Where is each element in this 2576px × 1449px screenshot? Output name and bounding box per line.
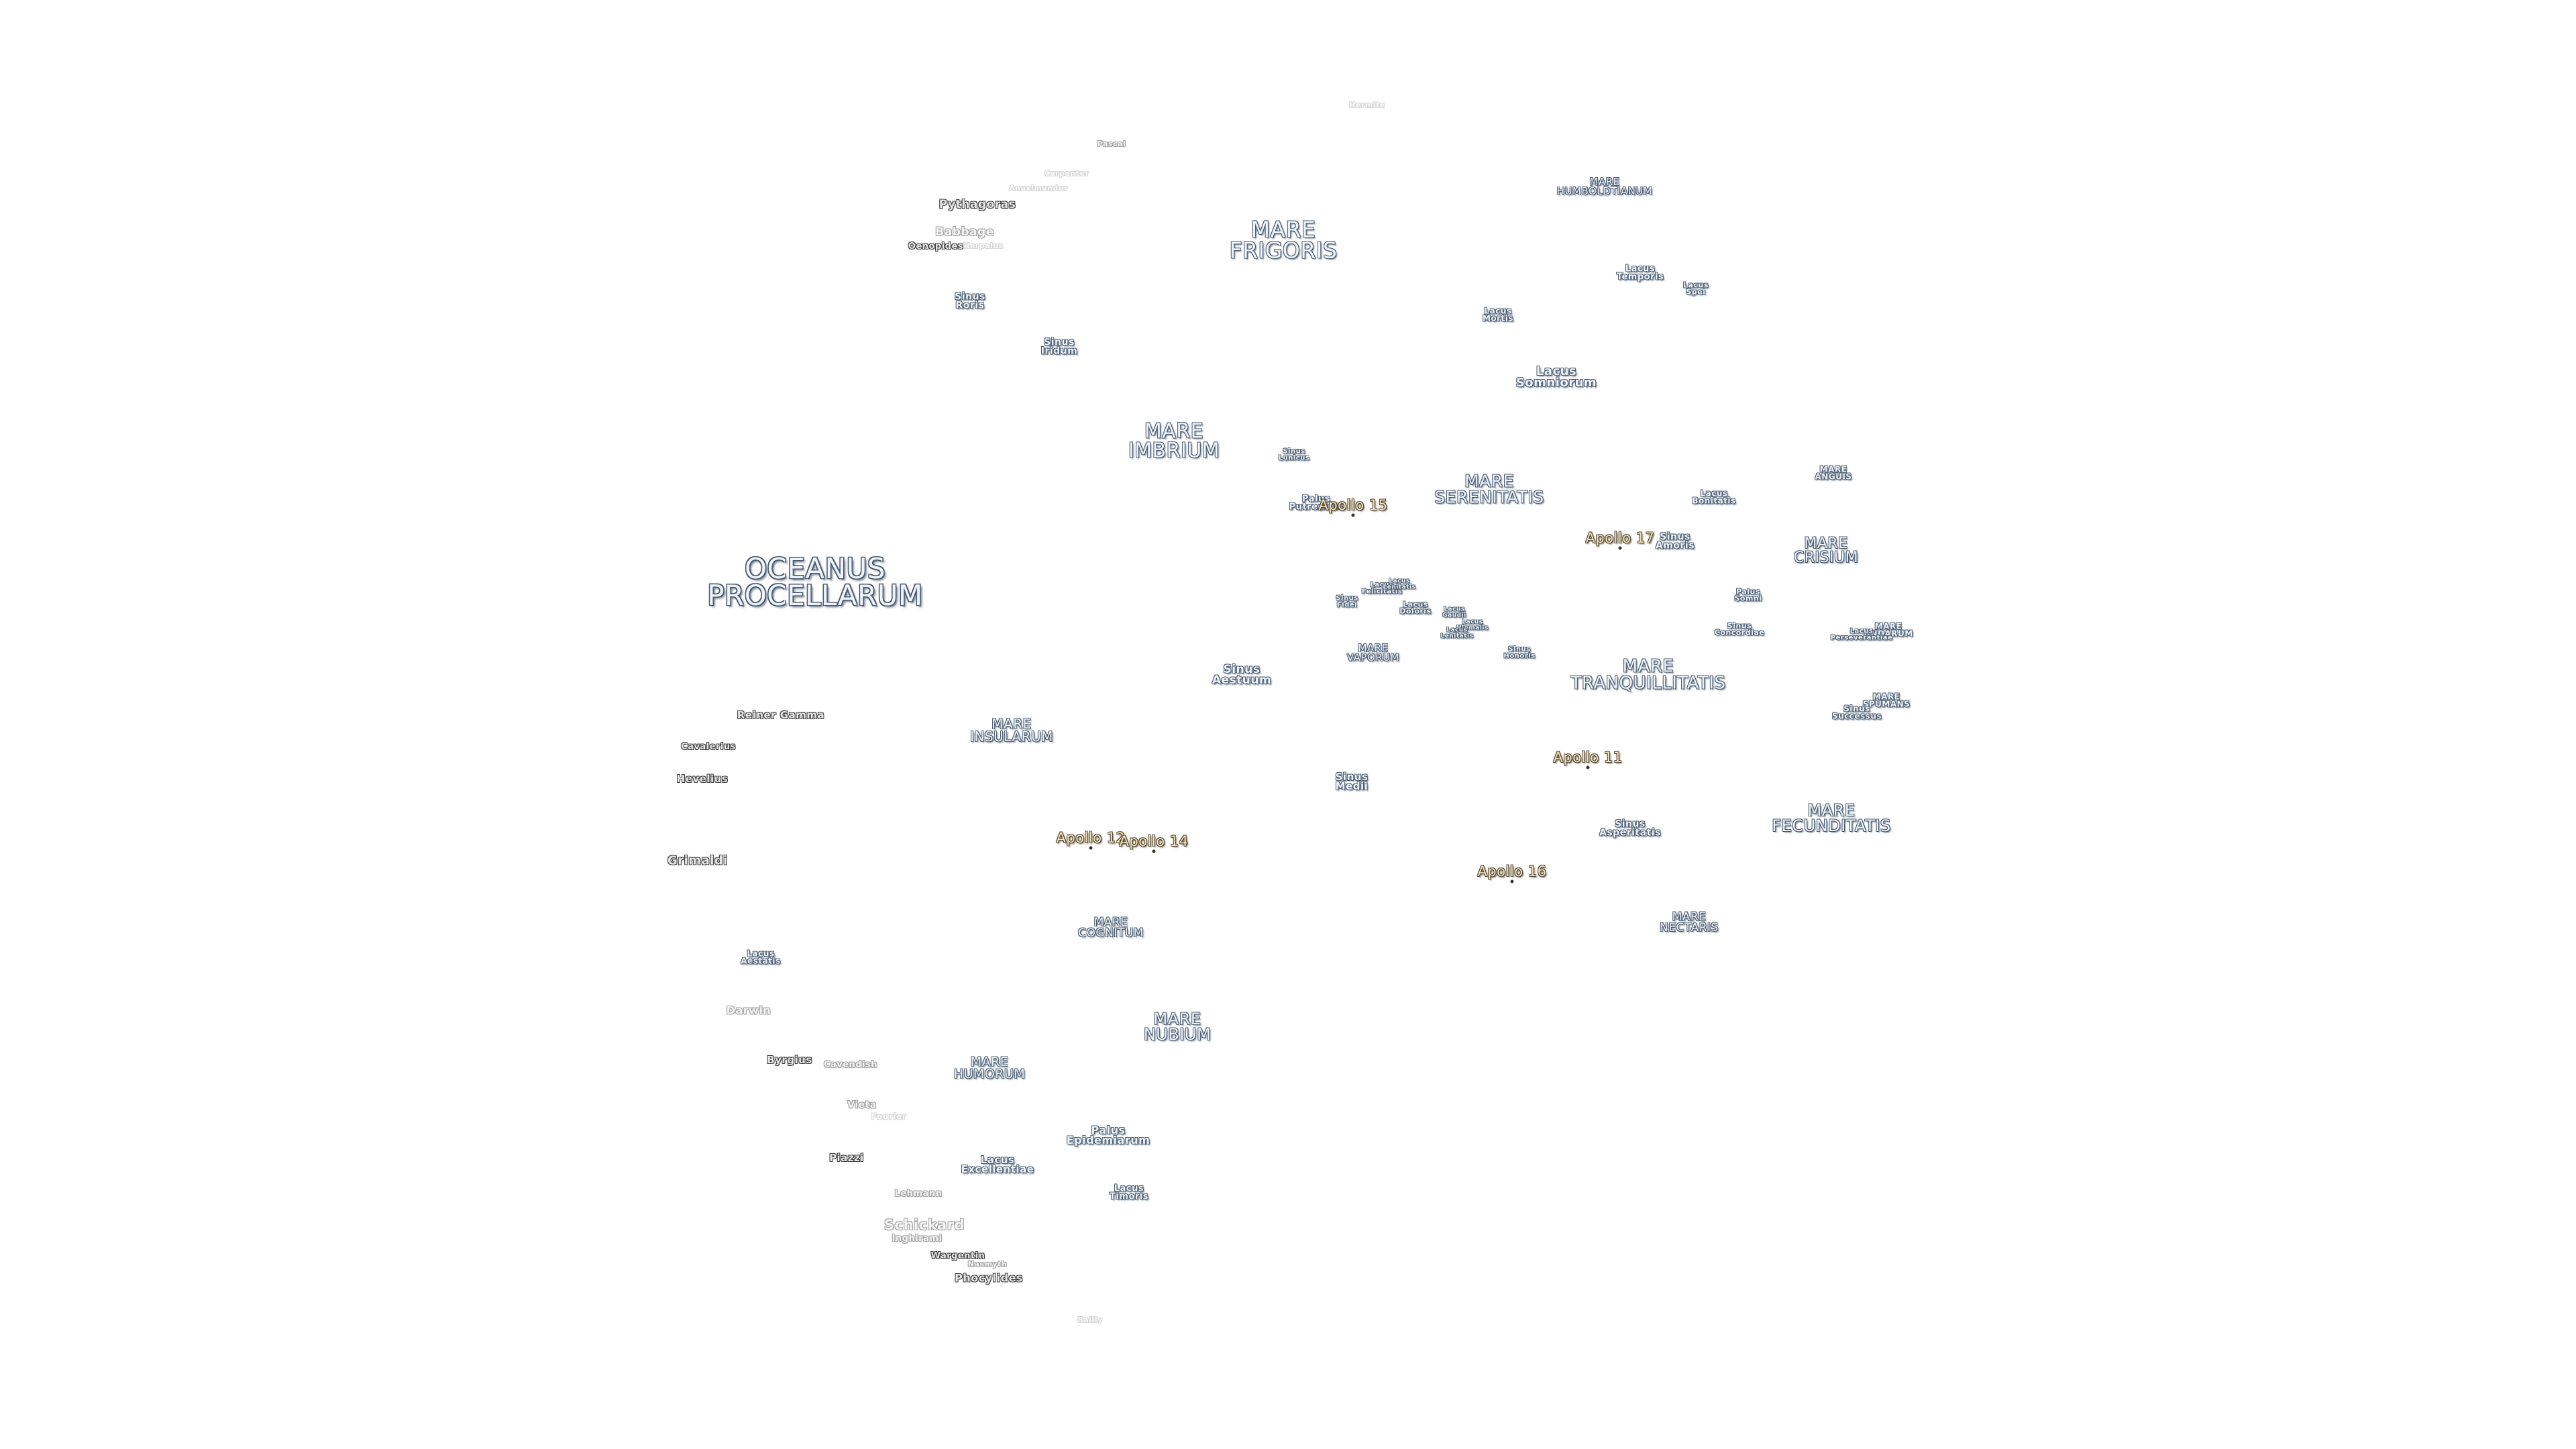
map-label-cavendish[interactable]: Cavendish [823, 1059, 878, 1070]
map-label-lacus-bonitatis[interactable]: Lacus Bonitatis [1692, 488, 1736, 506]
map-label-mare-vaporum[interactable]: MARE VAPORUM [1346, 641, 1400, 663]
map-label-mare-humorum[interactable]: MARE HUMORUM [953, 1054, 1026, 1081]
map-label-sinus-successus[interactable]: Sinus Successus [1831, 704, 1882, 721]
landing-site-marker[interactable] [1618, 546, 1622, 550]
map-label-mare-frigoris[interactable]: MARE FRIGORIS [1229, 216, 1338, 264]
map-label-lacus-temporis[interactable]: Lacus Temporis [1616, 264, 1664, 282]
map-label-wargentin[interactable]: Wargentin [930, 1250, 985, 1261]
map-label-nasmyth[interactable]: Nasmyth [967, 1259, 1008, 1269]
map-label-lacus-mortis[interactable]: Lacus Mortis [1482, 306, 1514, 323]
landing-site-marker[interactable] [1152, 849, 1156, 853]
map-label-sinus-iridum[interactable]: Sinus Iridum [1040, 337, 1078, 357]
map-label-mare-fecunditatis[interactable]: MARE FECUNDITATIS [1772, 801, 1891, 835]
map-label-cavalerius[interactable]: Cavalerius [681, 741, 736, 752]
map-label-byrgius[interactable]: Byrgius [767, 1053, 812, 1066]
map-label-mare-imbrium[interactable]: MARE IMBRIUM [1128, 419, 1220, 462]
map-label-apollo-17[interactable]: Apollo 17 [1585, 530, 1655, 547]
map-label-lacus-hiemalis[interactable]: Lacus Hiemalis [1456, 619, 1489, 631]
map-label-vieta[interactable]: Vieta [847, 1099, 877, 1111]
map-label-sinus-honoris[interactable]: Sinus Honoris [1503, 645, 1536, 659]
map-label-mare-nectaris[interactable]: MARE NECTARIS [1660, 910, 1719, 934]
map-label-carpenter[interactable]: Carpenter [1044, 168, 1089, 178]
map-label-phocylides[interactable]: Phocylides [955, 1271, 1023, 1285]
map-label-lacus-aestatis[interactable]: Lacus Aestatis [741, 949, 781, 966]
map-label-sinus-aestuum[interactable]: Sinus Aestuum [1212, 662, 1272, 687]
map-label-apollo-16[interactable]: Apollo 16 [1477, 863, 1547, 880]
map-label-oenopides[interactable]: Oenopides [908, 241, 964, 252]
map-label-reiner-gamma[interactable]: Reiner Gamma [737, 708, 825, 721]
map-label-mare-nubium[interactable]: MARE NUBIUM [1143, 1010, 1212, 1044]
map-label-darwin[interactable]: Darwin [726, 1004, 771, 1017]
map-label-grimaldi[interactable]: Grimaldi [667, 853, 728, 868]
map-label-apollo-12[interactable]: Apollo 12 [1056, 830, 1126, 847]
map-label-babbage[interactable]: Babbage [935, 225, 994, 239]
map-label-lacus-lenitatis[interactable]: Lacus Lenitatis [1440, 627, 1474, 639]
map-label-sinus-medii[interactable]: Sinus Medii [1335, 770, 1368, 792]
map-label-oceanus-procellarum[interactable]: OCEANUS PROCELLARUM [707, 552, 923, 612]
landing-site-marker[interactable] [1089, 846, 1093, 850]
map-label-lacus-spei[interactable]: Lacus Spei [1683, 280, 1709, 297]
landing-site-marker[interactable] [1586, 765, 1590, 769]
map-label-pascal[interactable]: Pascal [1097, 139, 1126, 148]
map-label-sinus-concordiae[interactable]: Sinus Concordiae [1714, 621, 1765, 637]
map-label-mare-humboldtianum[interactable]: MARE HUMBOLDTIANUM [1556, 175, 1653, 197]
map-label-palus-epidemiarum[interactable]: Palus Epidemiarum [1066, 1123, 1150, 1146]
map-label-mare-insularum[interactable]: MARE INSULARUM [970, 716, 1053, 745]
map-label-palus-putredinis[interactable]: Palus Putredinis [1289, 494, 1344, 513]
map-label-sinus-lunicus[interactable]: Sinus Lunicus [1278, 447, 1310, 462]
map-label-sinus-roris[interactable]: Sinus Roris [955, 291, 985, 311]
map-label-inghirami[interactable]: Inghirami [892, 1233, 943, 1244]
map-label-mare-undarum[interactable]: MARE UNDARUM [1864, 621, 1913, 639]
map-label-lacus-gaudii[interactable]: Lacus Gaudii [1442, 606, 1466, 619]
map-label-apollo-11[interactable]: Apollo 11 [1553, 749, 1623, 766]
map-label-lacus-perseverantiae[interactable]: Lacus Perseverantiae [1830, 627, 1893, 641]
map-label-sinus-amoris[interactable]: Sinus Amoris [1655, 531, 1695, 551]
map-label-sinus-fidei[interactable]: Sinus Fidei [1336, 594, 1358, 608]
map-label-lacus-doloris[interactable]: Lacus Doloris [1399, 600, 1432, 616]
map-label-lehmann[interactable]: Lehmann [894, 1188, 943, 1199]
map-label-apollo-14[interactable]: Apollo 14 [1119, 833, 1189, 850]
map-label-palus-somni[interactable]: Palus Somni [1734, 587, 1762, 603]
map-label-mare-serenitatis[interactable]: MARE SERENITATIS [1434, 471, 1544, 506]
map-label-schickard[interactable]: Schickard [883, 1217, 965, 1234]
map-label-anaximander[interactable]: Anaximander [1009, 183, 1068, 193]
map-label-mare-spumans[interactable]: MARE SPUMANS [1862, 692, 1911, 709]
map-label-mare-anguis[interactable]: MARE ANGUIS [1815, 464, 1852, 482]
map-label-mare-crisium[interactable]: MARE CRISIUM [1793, 535, 1859, 566]
map-label-fourier[interactable]: Fourier [871, 1112, 907, 1122]
map-label-piazzi[interactable]: Piazzi [829, 1151, 864, 1164]
landing-site-marker[interactable] [1510, 879, 1514, 883]
map-label-mare-cognitum[interactable]: MARE COGNITUM [1078, 915, 1144, 940]
map-label-lacus-excellentiae[interactable]: Lacus Excellentiae [961, 1153, 1034, 1175]
map-label-lacus-timoris[interactable]: Lacus Timoris [1110, 1183, 1148, 1202]
map-label-lacus-felicitatis[interactable]: Lacus Felicitatis [1361, 581, 1403, 595]
map-label-hevelius[interactable]: Hevelius [676, 772, 729, 785]
map-label-lacus-lenitatis[interactable]: Lacus Lenitatis [1383, 578, 1416, 590]
map-label-apollo-15[interactable]: Apollo 15 [1318, 497, 1388, 514]
map-label-hermite[interactable]: Hermite [1349, 100, 1385, 109]
map-label-bailly[interactable]: Bailly [1077, 1315, 1103, 1324]
map-label-pythagoras[interactable]: Pythagoras [938, 197, 1016, 211]
map-label-lacus-somniorum[interactable]: Lacus Somniorum [1515, 364, 1597, 390]
map-label-mare-tranquillitatis[interactable]: MARE TRANQUILLITATIS [1570, 656, 1726, 693]
map-label-harpalus[interactable]: Harpalus [963, 241, 1004, 250]
map-label-sinus-asperitatis[interactable]: Sinus Asperitatis [1599, 818, 1661, 839]
landing-site-marker[interactable] [1351, 513, 1355, 517]
